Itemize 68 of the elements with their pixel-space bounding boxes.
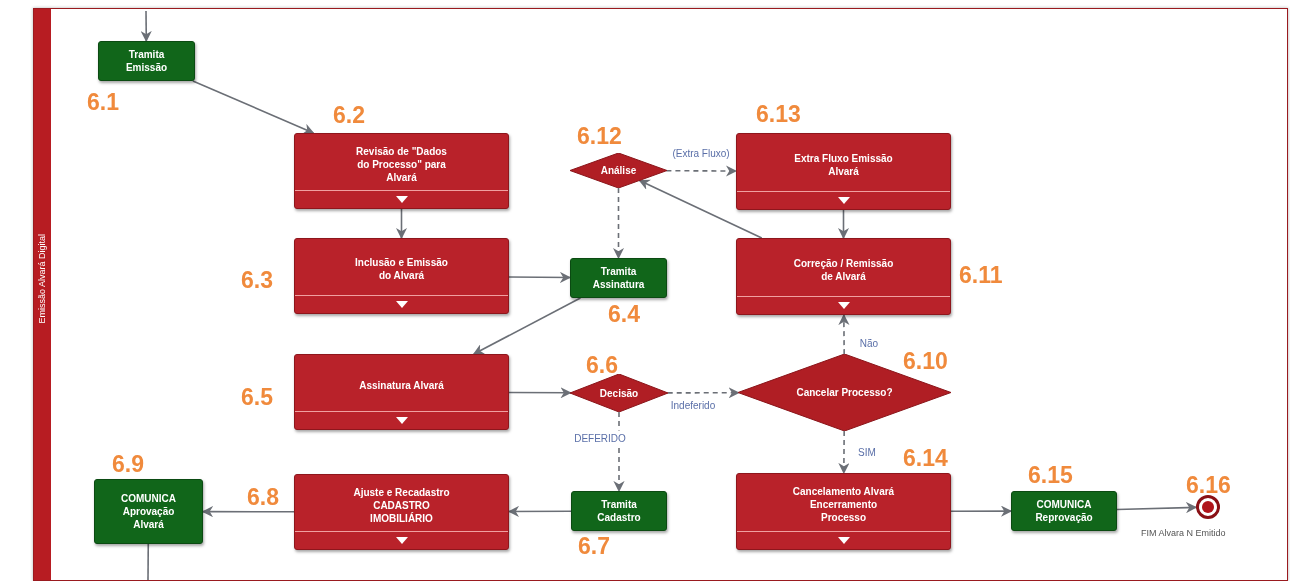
arrow: [508, 387, 572, 399]
process-box: [294, 354, 509, 430]
node-label: Revisão de "Dados do Processo" para Alvará: [355, 144, 448, 184]
node-label: Tramita Assinatura: [591, 265, 646, 291]
process-box: [294, 474, 509, 550]
task-box: [570, 258, 667, 298]
process-box: [294, 238, 509, 314]
step-number: 6.6: [586, 352, 618, 378]
node-label: Tramita Cadastro: [596, 498, 642, 524]
arrow: [192, 80, 315, 135]
process-box: [294, 133, 509, 209]
arrow: [613, 411, 625, 493]
arrow: [508, 271, 572, 284]
node-label: COMUNICA Reprovação: [1034, 498, 1094, 524]
node-label: Tramita Emissão: [124, 48, 169, 74]
process-box: [736, 473, 951, 550]
edge-label: DEFERIDO: [572, 430, 628, 446]
node-label: Cancelamento Alvará Encerramento Processo: [791, 485, 896, 524]
step-number: 6.7: [578, 533, 610, 559]
node-label: Correção / Remissão de Alvará: [792, 256, 895, 283]
node-label: Análise: [599, 164, 638, 177]
lane-label: Emissão Alvará Digital: [35, 234, 48, 324]
arrow: [472, 297, 582, 355]
step-number: 6.14: [903, 445, 948, 471]
step-number: 6.10: [903, 348, 948, 374]
arrow: [201, 506, 295, 518]
step-number: 6.12: [577, 123, 622, 149]
task-box: [1011, 491, 1117, 531]
step-number: 6.13: [756, 101, 801, 127]
step-number: 6.9: [112, 451, 144, 477]
node-label: Ajuste e Recadastro CADASTRO IMOBILIÁRIO: [352, 485, 451, 525]
arrow: [638, 179, 763, 239]
node-label: Cancelar Processo?: [795, 386, 894, 399]
arrow: [612, 187, 625, 260]
swimlane: [33, 8, 1288, 581]
node-label: Inclusão e Emissão do Alvará: [354, 256, 449, 282]
step-number: 6.8: [247, 484, 279, 510]
step-number: 6.16: [1186, 472, 1231, 498]
node-label: Decisão: [598, 386, 640, 400]
node-caption: FIM Alvara N Emitido: [1141, 527, 1226, 540]
decision-diamond: [738, 354, 951, 431]
arrow: [950, 505, 1013, 517]
node-label: Assinatura Alvará: [358, 378, 445, 392]
arrow: [665, 165, 738, 177]
arrow: [838, 430, 850, 475]
decision-diamond: [570, 153, 667, 188]
step-number: 6.2: [333, 102, 365, 128]
arrow: [395, 208, 408, 240]
step-number: 6.15: [1028, 462, 1073, 488]
arrow: [666, 387, 740, 399]
process-box: [736, 133, 951, 210]
node-label: COMUNICA Aprovação Alvará: [120, 492, 177, 531]
step-number: 6.11: [959, 262, 1003, 288]
arrow: [838, 313, 850, 355]
step-number: 6.3: [241, 267, 273, 293]
arrow: [837, 209, 850, 240]
decision-diamond: [570, 374, 668, 412]
step-number: 6.1: [87, 89, 119, 115]
arrow: [507, 505, 572, 518]
node-label: Extra Fluxo Emissão Alvará: [793, 151, 894, 178]
arrow: [1116, 502, 1198, 514]
step-number: 6.5: [241, 384, 273, 410]
task-box: [571, 491, 667, 531]
arrow: [140, 10, 152, 43]
step-number: 6.4: [608, 301, 640, 327]
task-box: [94, 479, 203, 544]
process-box: [736, 238, 951, 315]
task-box: [98, 41, 195, 81]
